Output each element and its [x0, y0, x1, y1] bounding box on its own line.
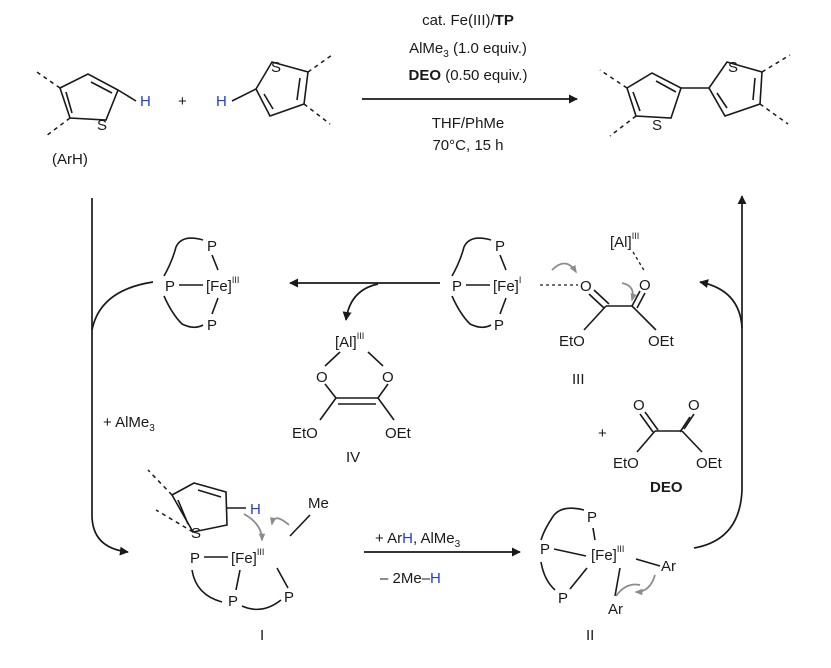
cycle-arrow-left — [91, 198, 129, 556]
deo-reagent: + O O EtO OEt DEO — [598, 397, 723, 496]
almet-condition: AlMe3 (1.0 equiv.) — [409, 40, 527, 60]
oxygen-atom-label: O — [316, 369, 328, 386]
cycle-arrow-right-branch — [699, 279, 743, 329]
cycle-arrow-right — [693, 195, 747, 549]
ethoxy-label: EtO — [292, 425, 318, 442]
sulfur-atom-label: S — [191, 525, 201, 542]
hydrogen-atom-label: H — [216, 93, 227, 110]
oxygen-atom-label: O — [633, 397, 645, 414]
deo-condition: DEO (0.50 equiv.) — [409, 67, 528, 84]
sulfur-atom-label: S — [728, 59, 738, 76]
release-arrow-IV — [342, 283, 379, 321]
hydrogen-atom-label: H — [250, 501, 261, 518]
plus-sign: + — [598, 425, 607, 442]
add-arh-almet-label: + ArH, AlMe3 — [375, 530, 461, 550]
ethoxy-label: OEt — [385, 425, 412, 442]
complex-II: P P P [Fe]III Ar Ar II — [540, 507, 676, 644]
ethoxy-label: OEt — [696, 455, 723, 472]
label-II: II — [586, 627, 594, 644]
methyl-label: Me — [308, 495, 329, 512]
complex-IV: [Al]III O O EtO OEt IV — [292, 331, 412, 466]
phosphorus-atom-label: P — [207, 317, 217, 334]
iron-center-label: [Fe]III — [231, 547, 264, 567]
phosphorus-atom-label: P — [558, 590, 568, 607]
aryl-label: Ar — [661, 558, 676, 575]
plus-sign: + — [178, 93, 187, 110]
phosphorus-atom-label: P — [165, 278, 175, 295]
bithiophene-product: S S — [599, 54, 791, 137]
iron-center-label: [Fe]III — [591, 544, 624, 564]
temperature-time-condition: 70°C, 15 h — [432, 137, 503, 154]
aluminium-center-label: [Al]III — [335, 331, 364, 351]
phosphorus-atom-label: P — [190, 550, 200, 567]
sulfur-atom-label: S — [652, 117, 662, 134]
phosphorus-atom-label: P — [587, 509, 597, 526]
iron-center-label: [Fe]I — [493, 275, 521, 295]
complex-I: S H Me P [Fe]III P P I — [147, 469, 329, 644]
oxygen-atom-label: O — [639, 277, 651, 294]
phosphorus-atom-label: P — [495, 238, 505, 255]
oxygen-atom-label: O — [688, 397, 700, 414]
phosphorus-atom-label: P — [540, 541, 550, 558]
deo-label: DEO — [650, 479, 683, 496]
phosphorus-atom-label: P — [284, 589, 294, 606]
fe-iii-complex: P P P [Fe]III — [163, 237, 239, 334]
ethoxy-label: EtO — [613, 455, 639, 472]
phosphorus-atom-label: P — [207, 238, 217, 255]
aryl-label: Ar — [608, 601, 623, 618]
ethoxy-label: EtO — [559, 333, 585, 350]
solvent-condition: THF/PhMe — [432, 115, 505, 132]
thiophene-right: H S — [216, 54, 333, 125]
ethoxy-label: OEt — [648, 333, 675, 350]
sulfur-atom-label: S — [97, 117, 107, 134]
phosphorus-atom-label: P — [228, 593, 238, 610]
hydrogen-atom-label: H — [140, 93, 151, 110]
oxygen-atom-label: O — [382, 369, 394, 386]
aluminium-center-label: [Al]III — [610, 231, 639, 251]
arh-label: (ArH) — [52, 151, 88, 168]
iron-center-label: [Fe]III — [206, 275, 239, 295]
catalyst-condition: cat. Fe(III)/TP — [422, 12, 514, 29]
label-III: III — [572, 371, 585, 388]
thiophene-left: S H (ArH) — [33, 69, 151, 168]
add-almet-label: + AlMe3 — [103, 414, 155, 434]
cycle-arrow-left-branch — [91, 281, 154, 331]
oxygen-atom-label: O — [580, 278, 592, 295]
methane-elimination-label: – 2Me–H — [380, 570, 441, 587]
label-IV: IV — [346, 449, 360, 466]
complex-III: P P P [Fe]I O O EtO OEt [Al]III III — [451, 231, 675, 388]
phosphorus-atom-label: P — [494, 317, 504, 334]
sulfur-atom-label: S — [271, 59, 281, 76]
label-I: I — [260, 627, 264, 644]
phosphorus-atom-label: P — [452, 278, 462, 295]
